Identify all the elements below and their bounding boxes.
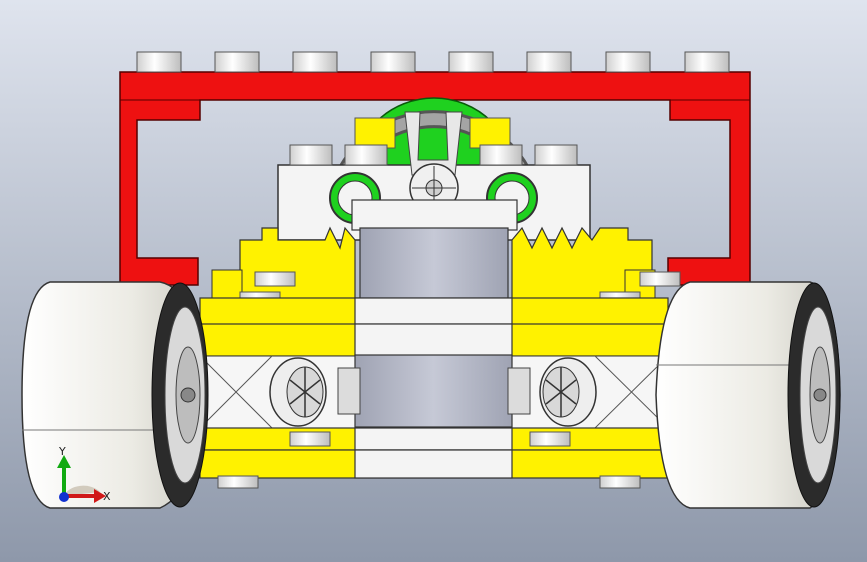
motor-lower[interactable]: [337, 354, 531, 428]
center-white-brick[interactable]: [277, 144, 591, 241]
wheel-right[interactable]: [655, 281, 841, 509]
wheel-left[interactable]: [21, 281, 209, 509]
gear-left[interactable]: [269, 357, 327, 427]
y-axis-label: Y: [58, 445, 66, 458]
chassis-plate-top[interactable]: [199, 297, 669, 357]
chassis-plate-bottom[interactable]: [199, 427, 669, 489]
axis-triad: Y X: [57, 445, 111, 503]
frame-studs: [136, 51, 730, 73]
motor-upper[interactable]: [351, 199, 518, 301]
gear-right[interactable]: [539, 357, 597, 427]
x-axis-label: X: [103, 490, 111, 503]
z-axis-dot-icon: [59, 492, 69, 502]
